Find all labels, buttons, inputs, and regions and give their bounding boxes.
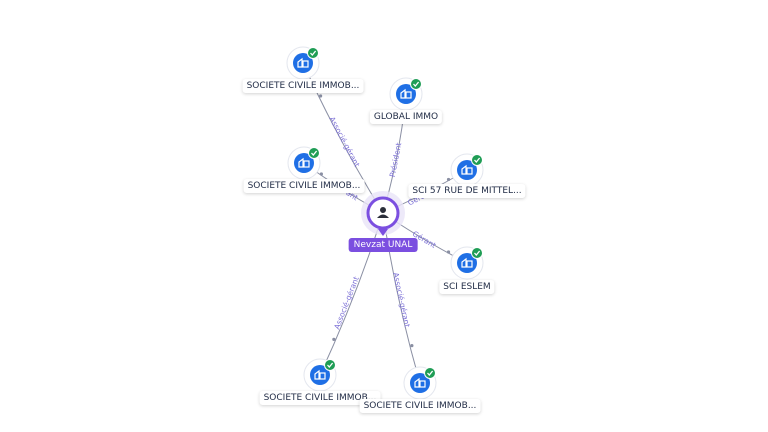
verified-check-icon xyxy=(471,154,483,166)
verified-check-icon xyxy=(324,359,336,371)
company-name-label[interactable]: SCI ESLEM xyxy=(439,280,495,294)
edge-arrow xyxy=(332,337,336,341)
verified-check-icon xyxy=(424,367,436,379)
building-icon xyxy=(314,369,326,380)
edge-arrow xyxy=(319,94,323,98)
building-icon xyxy=(297,57,309,68)
building-icon xyxy=(400,88,412,99)
verified-check-icon xyxy=(308,147,320,159)
building-icon xyxy=(461,164,473,175)
company-name-label[interactable]: SOCIETE CIVILE IMMOB... xyxy=(242,79,364,93)
person-node[interactable] xyxy=(361,191,405,236)
building-icon xyxy=(414,377,426,388)
company-name-label[interactable]: SOCIETE CIVILE IMMOB... xyxy=(259,391,381,405)
company-node-c3[interactable] xyxy=(287,146,321,180)
verified-check-icon xyxy=(471,247,483,259)
company-name-label[interactable]: SOCIETE CIVILE IMMOB... xyxy=(359,399,481,413)
company-name-label[interactable]: SOCIETE CIVILE IMMOB... xyxy=(243,179,365,193)
company-name-label[interactable]: GLOBAL IMMO xyxy=(369,110,443,124)
building-icon xyxy=(461,257,473,268)
person-pointer xyxy=(378,229,388,236)
edge-role-label: Associé-gérant xyxy=(391,272,412,329)
person-icon xyxy=(377,207,389,218)
edge-role-label: Associé-gérant xyxy=(327,115,361,169)
edge-arrow xyxy=(446,250,451,254)
verified-check-icon xyxy=(307,47,319,59)
company-node-c4[interactable] xyxy=(450,153,484,187)
edge-role-label: Associé-gérant xyxy=(332,275,361,330)
person-name-label[interactable]: Nevzat UNAL xyxy=(348,238,418,252)
company-node-c1[interactable] xyxy=(286,46,320,80)
edge-arrow xyxy=(410,344,414,348)
edge-arrow xyxy=(319,172,323,176)
company-name-label[interactable]: SCI 57 RUE DE MITTEL... xyxy=(408,184,526,198)
company-node-c6[interactable] xyxy=(303,358,337,392)
edge-arrow xyxy=(446,177,451,182)
company-node-c5[interactable] xyxy=(450,246,484,280)
company-node-c2[interactable] xyxy=(389,77,423,111)
verified-check-icon xyxy=(410,78,422,90)
building-icon xyxy=(298,157,310,168)
company-node-c7[interactable] xyxy=(403,366,437,400)
edge-role-label: Président xyxy=(388,142,403,178)
